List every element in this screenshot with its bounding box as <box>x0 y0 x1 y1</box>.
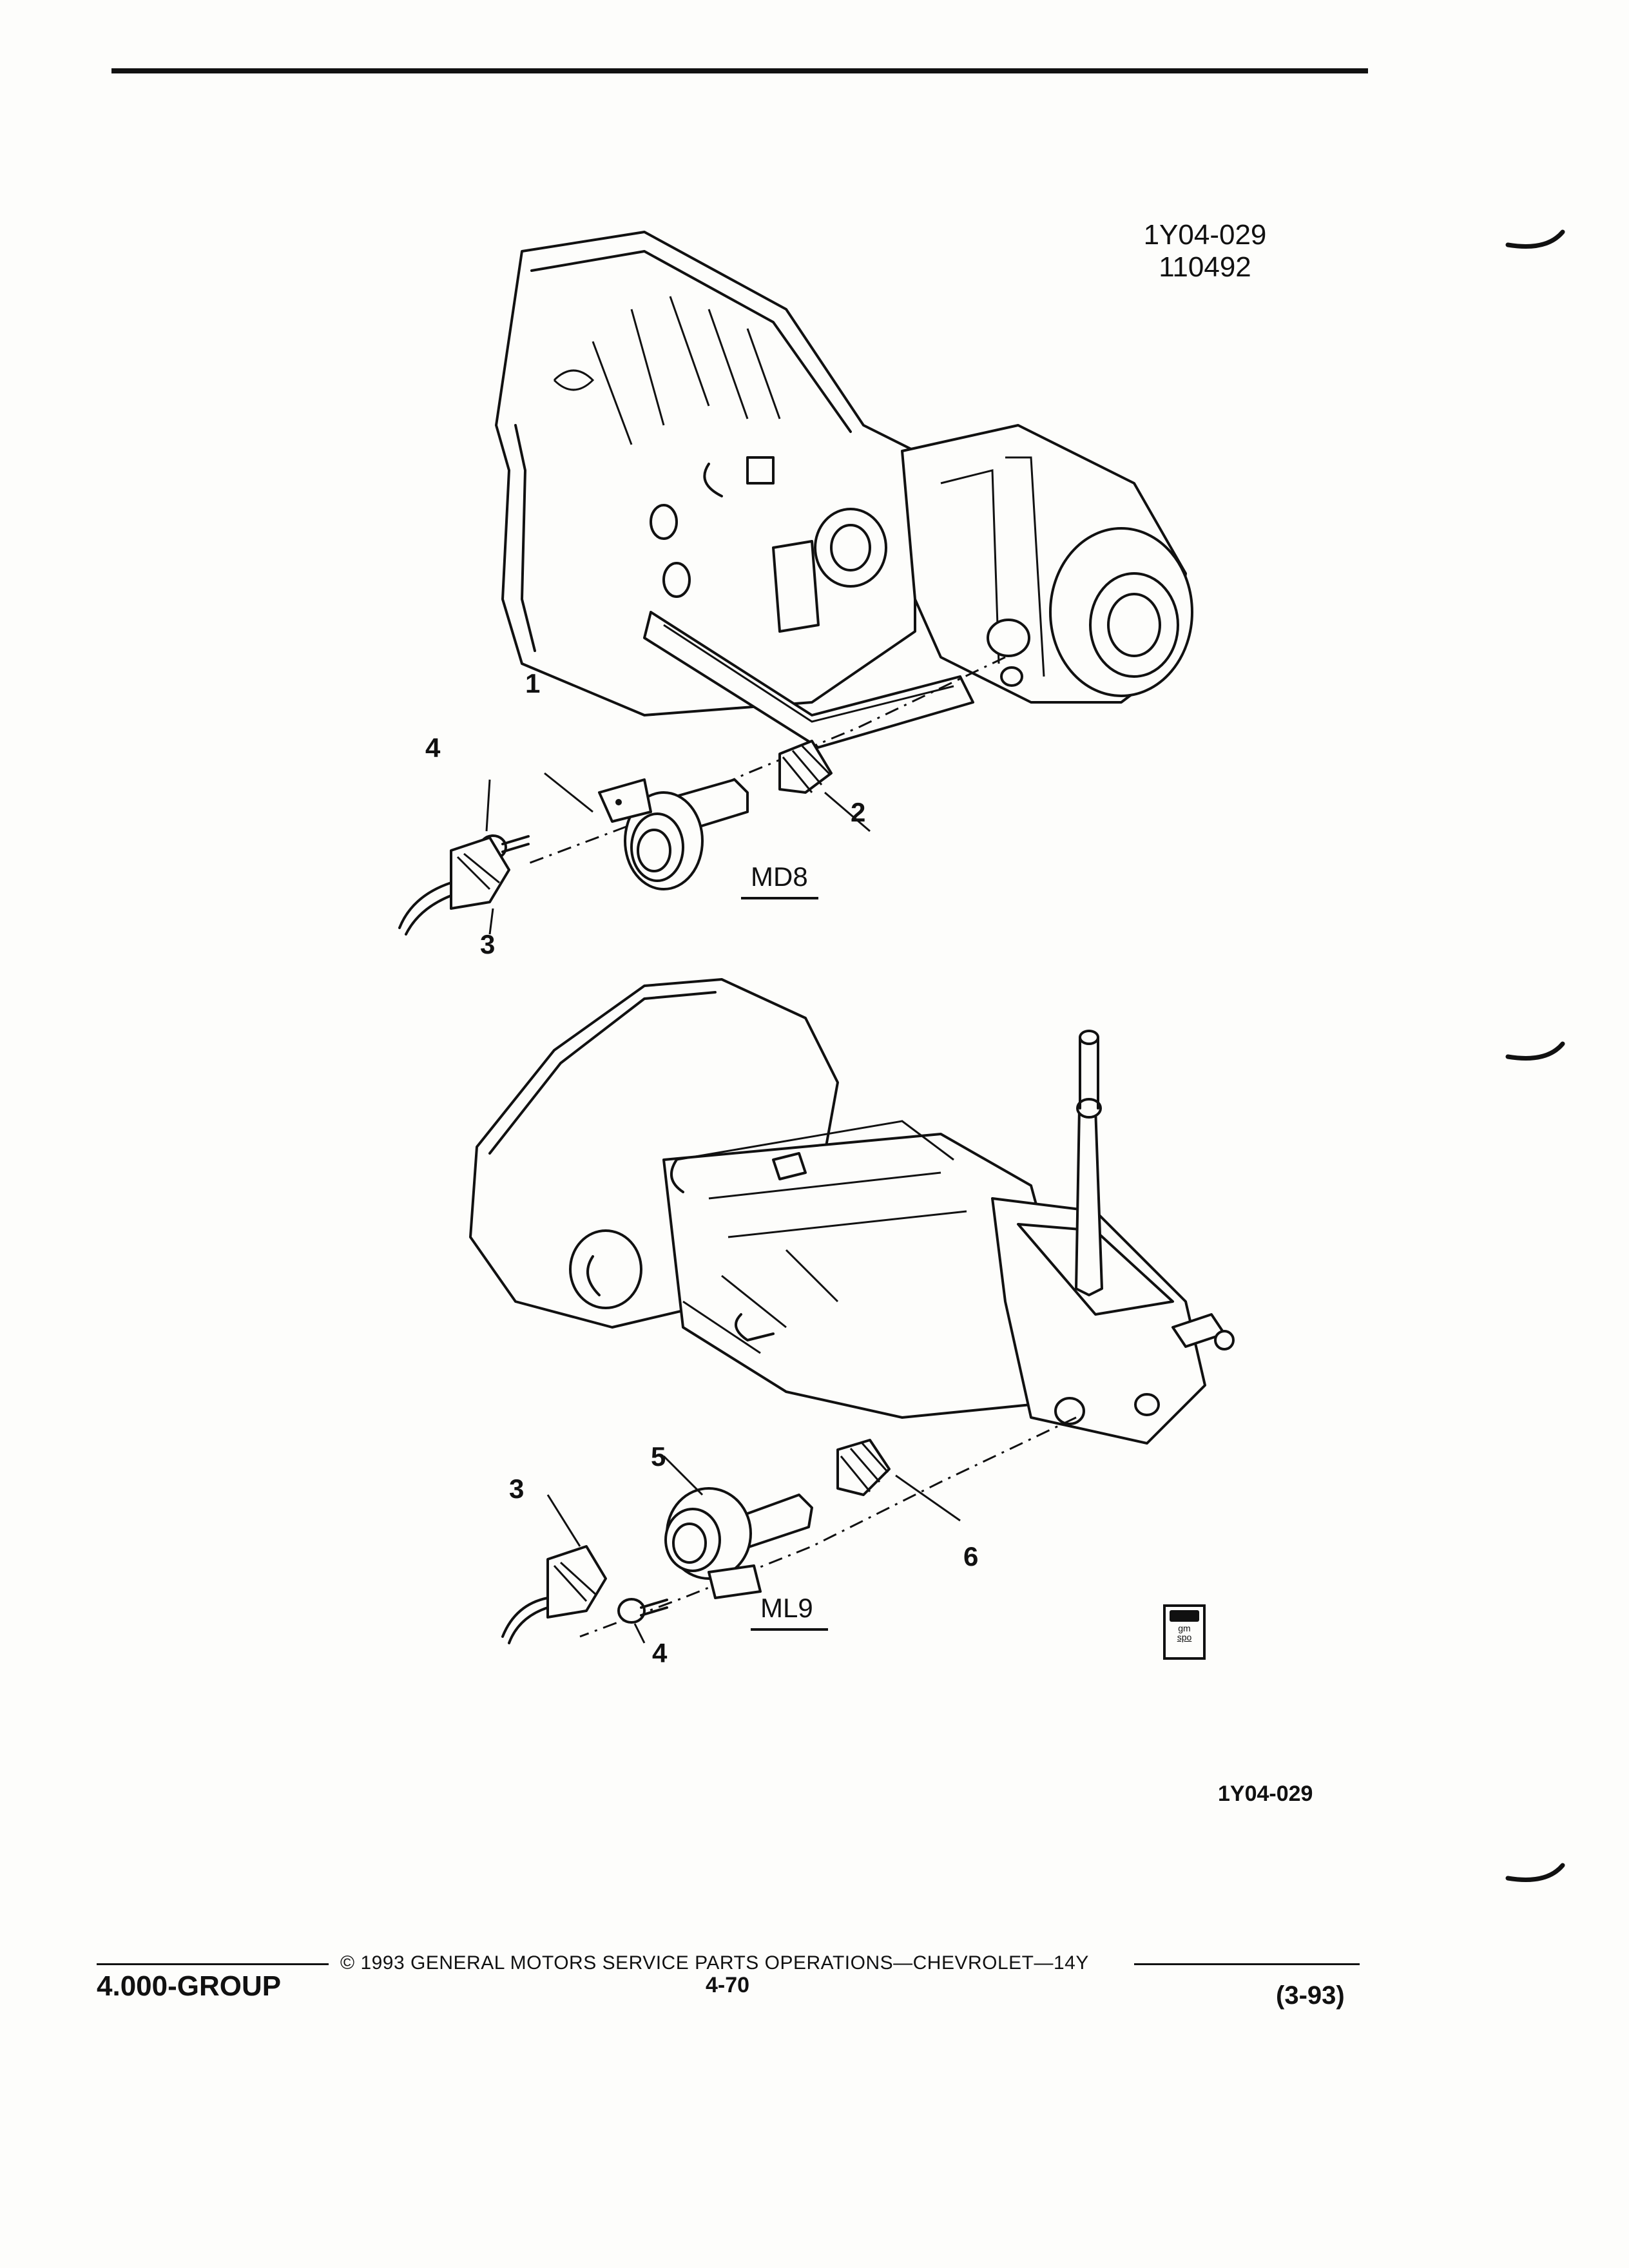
binding-marks <box>1505 229 1565 1882</box>
variant-label-top: MD8 <box>751 861 808 892</box>
plug-square <box>746 456 775 485</box>
variant-underline-bottom <box>751 1628 828 1631</box>
speed-sensor-manual <box>664 1487 813 1599</box>
valve-boss <box>772 540 820 633</box>
exploded-axis-line <box>528 656 1006 865</box>
gm-spo-logo: gm spo <box>1163 1604 1206 1660</box>
figure-code-bottom: 1Y04-029 <box>1218 1782 1313 1806</box>
lever-top <box>1079 1030 1099 1045</box>
callout-top-3: 3 <box>480 929 496 959</box>
leader-4-bottom <box>633 1623 646 1644</box>
leader-6 <box>895 1474 961 1522</box>
leader-3-bottom <box>546 1494 581 1547</box>
callout-top-4: 4 <box>425 733 441 763</box>
callout-bottom-6: 6 <box>963 1541 979 1571</box>
speedo-bore-manual <box>1054 1397 1085 1425</box>
binding-mark-1 <box>1505 229 1565 249</box>
page-number: 4-70 <box>706 1973 750 1997</box>
leader-2 <box>824 791 871 832</box>
binding-mark-3 <box>1505 1863 1565 1882</box>
wire-connector-manual <box>501 1545 607 1644</box>
callout-top-1: 1 <box>525 668 541 698</box>
driven-gear-manual <box>836 1439 891 1496</box>
driven-gear <box>778 740 833 794</box>
boss-1 <box>650 504 678 540</box>
callout-top-2: 2 <box>851 797 866 827</box>
callout-bottom-5: 5 <box>651 1441 666 1472</box>
leader-4 <box>485 779 491 832</box>
tail-housing <box>991 1197 1206 1445</box>
leader-3 <box>488 908 494 935</box>
callout-bottom-3: 3 <box>509 1474 525 1504</box>
variant-label-bottom: ML9 <box>760 1593 813 1623</box>
speedo-bore <box>987 619 1030 657</box>
date-code: 110492 <box>1159 251 1251 283</box>
exploded-axis-line-manual <box>579 1416 1077 1638</box>
boss-2 <box>662 562 691 598</box>
speed-sensor <box>598 778 749 890</box>
wire-connector <box>398 836 510 936</box>
output-flange <box>1089 572 1179 678</box>
input-opening <box>569 1229 642 1309</box>
leader-5 <box>662 1455 704 1496</box>
case-ribs <box>592 296 781 445</box>
revision-date: (3-93) <box>1276 1981 1345 2010</box>
leader-1 <box>544 772 593 813</box>
manual-transmission-illustration <box>469 978 1235 1644</box>
copyright-line: © 1993 GENERAL MOTORS SERVICE PARTS OPER… <box>340 1952 1089 1974</box>
case-ribs-manual <box>676 1120 967 1238</box>
group-label: 4.000-GROUP <box>97 1970 282 2002</box>
binding-mark-2 <box>1505 1041 1565 1061</box>
bolt-manual <box>617 1598 668 1624</box>
figure-id: 1Y04-029 <box>1143 219 1267 251</box>
oil-pan <box>643 611 974 749</box>
footer-rule-left <box>97 1963 329 1965</box>
footer-rule-right <box>1134 1963 1360 1965</box>
automatic-transmission-illustration <box>398 231 1193 936</box>
variant-underline-top <box>741 897 818 899</box>
shift-lever <box>1075 1107 1103 1296</box>
top-rule <box>111 68 1368 73</box>
callout-bottom-4: 4 <box>652 1638 668 1668</box>
